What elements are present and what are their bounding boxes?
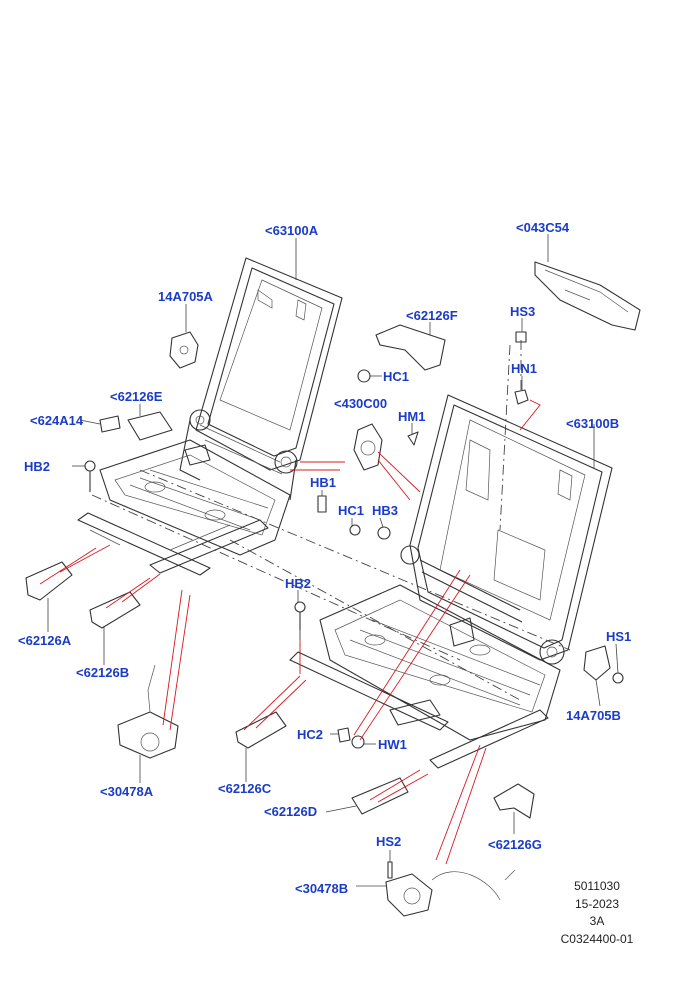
label-HC1-top[interactable]: HC1 bbox=[383, 369, 409, 384]
reference-block: 5011030 15-2023 3A C0324400-01 bbox=[556, 878, 638, 948]
label-HB3[interactable]: HB3 bbox=[372, 503, 398, 518]
label-14A705B[interactable]: 14A705B bbox=[566, 708, 621, 723]
label-HN1[interactable]: HN1 bbox=[511, 361, 537, 376]
seat-back-frame-left bbox=[179, 257, 343, 501]
label-62126E[interactable]: <62126E bbox=[110, 389, 163, 404]
label-HB1[interactable]: HB1 bbox=[310, 475, 336, 490]
label-62126D[interactable]: <62126D bbox=[264, 804, 317, 819]
label-HW1[interactable]: HW1 bbox=[378, 737, 407, 752]
label-62126B[interactable]: <62126B bbox=[76, 665, 129, 680]
label-HS3[interactable]: HS3 bbox=[510, 304, 535, 319]
label-HB2-left[interactable]: HB2 bbox=[24, 459, 50, 474]
label-62126G[interactable]: <62126G bbox=[488, 837, 542, 852]
small-parts bbox=[25, 261, 641, 917]
label-63100A[interactable]: <63100A bbox=[265, 223, 319, 238]
assembly-lines bbox=[91, 340, 571, 701]
label-HC1-mid[interactable]: HC1 bbox=[338, 503, 364, 518]
label-624A14[interactable]: <624A14 bbox=[30, 413, 84, 428]
part-labels: <63100A <043C54 14A705A <62126F HS3 HC1 … bbox=[18, 220, 631, 896]
seat-back-frame-right bbox=[400, 394, 613, 665]
leader-lines bbox=[47, 234, 619, 887]
label-043C54[interactable]: <043C54 bbox=[516, 220, 570, 235]
label-430C00[interactable]: <430C00 bbox=[334, 396, 387, 411]
reference-line-3: 3A bbox=[589, 914, 605, 928]
reference-line-2: 15-2023 bbox=[574, 896, 620, 911]
label-62126F[interactable]: <62126F bbox=[406, 308, 458, 323]
label-30478A[interactable]: <30478A bbox=[100, 784, 154, 799]
label-63100B[interactable]: <63100B bbox=[566, 416, 619, 431]
label-HC2[interactable]: HC2 bbox=[297, 727, 323, 742]
label-14A705A[interactable]: 14A705A bbox=[158, 289, 214, 304]
seat-cushion-frame-right bbox=[289, 584, 561, 769]
label-62126C[interactable]: <62126C bbox=[218, 781, 272, 796]
label-62126A[interactable]: <62126A bbox=[18, 633, 72, 648]
label-HB2-mid[interactable]: HB2 bbox=[285, 576, 311, 591]
reference-line-1: 5011030 bbox=[574, 879, 620, 893]
red-routing-lines bbox=[39, 399, 541, 865]
seat-cushion-frame-left bbox=[77, 439, 291, 576]
reference-line-4: C0324400-01 bbox=[560, 931, 634, 946]
label-HM1[interactable]: HM1 bbox=[398, 409, 425, 424]
label-30478B[interactable]: <30478B bbox=[295, 881, 348, 896]
label-HS1[interactable]: HS1 bbox=[606, 629, 631, 644]
label-HS2[interactable]: HS2 bbox=[376, 834, 401, 849]
